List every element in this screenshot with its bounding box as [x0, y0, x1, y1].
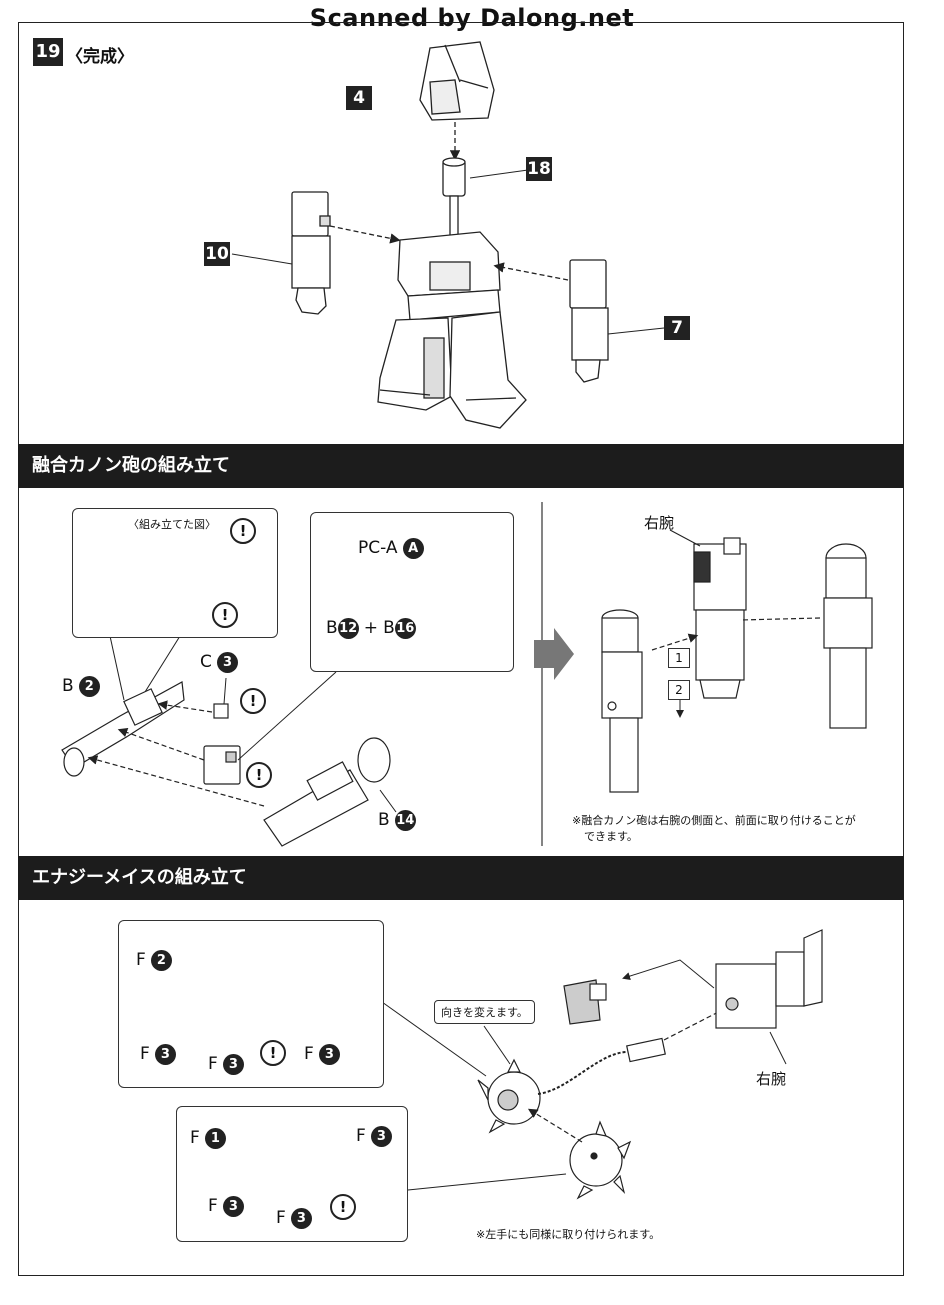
- f3-label: F 3: [208, 1054, 244, 1075]
- b2-circle: 2: [78, 676, 100, 697]
- assembled-view-label: 〈組み立てた図〉: [128, 518, 216, 531]
- pca-circle: A: [402, 538, 424, 559]
- f-prefix: F: [140, 1044, 150, 1064]
- f-prefix: F: [136, 950, 146, 970]
- f3-circle: 3: [370, 1126, 392, 1147]
- warning-icon: !: [330, 1194, 356, 1220]
- warning-icon: !: [230, 518, 256, 544]
- f3-label: F 3: [276, 1208, 312, 1229]
- right-arm-label: 右腕: [756, 1070, 787, 1088]
- plus-sign: +: [363, 618, 379, 638]
- f3-label: F 3: [356, 1126, 392, 1147]
- f1-label: F 1: [190, 1128, 226, 1149]
- poly-cap-panel: [310, 512, 514, 672]
- callout-part-18: 18: [526, 157, 552, 181]
- right-arm-label: 右腕: [644, 514, 675, 532]
- b14-circle: 14: [394, 810, 416, 831]
- f-prefix: F: [208, 1196, 218, 1216]
- f-prefix: F: [356, 1126, 366, 1146]
- warning-icon: !: [246, 762, 272, 788]
- f3-circle: 3: [318, 1044, 340, 1065]
- step-marker-2: 2: [668, 680, 690, 700]
- page-frame: [18, 22, 904, 1276]
- b14-prefix: B: [378, 810, 390, 830]
- warning-icon: !: [260, 1040, 286, 1066]
- b16-prefix: B: [383, 618, 395, 638]
- b14-label: B 14: [378, 810, 416, 831]
- f-prefix: F: [304, 1044, 314, 1064]
- f3-circle: 3: [222, 1054, 244, 1075]
- f-prefix: F: [190, 1128, 200, 1148]
- f-prefix: F: [208, 1054, 218, 1074]
- step-number: 19: [33, 38, 63, 66]
- c3-circle: 3: [216, 652, 238, 673]
- b16-circle: 16: [394, 618, 416, 639]
- change-direction-callout: 向きを変えます。: [434, 1000, 535, 1024]
- section-header-mace: エナジーメイスの組み立て: [18, 856, 904, 900]
- f3-label: F 3: [208, 1196, 244, 1217]
- f3-circle: 3: [290, 1208, 312, 1229]
- cannon-note-line2: できます。: [584, 830, 638, 843]
- b12-b16-label: B12 + B16: [326, 618, 416, 639]
- f3-label: F 3: [140, 1044, 176, 1065]
- f2-circle: 2: [150, 950, 172, 971]
- callout-part-10: 10: [204, 242, 230, 266]
- f2-label: F 2: [136, 950, 172, 971]
- b2-label: B 2: [62, 676, 100, 697]
- f-prefix: F: [276, 1208, 286, 1228]
- step-marker-1: 1: [668, 648, 690, 668]
- scan-credit: Scanned by Dalong.net: [309, 4, 635, 32]
- warning-icon: !: [212, 602, 238, 628]
- step-title: 〈完成〉: [66, 47, 134, 67]
- b2-prefix: B: [62, 676, 74, 696]
- pca-prefix: PC-A: [358, 538, 398, 558]
- mace-note: ※左手にも同様に取り付けられます。: [476, 1228, 661, 1241]
- section-header-cannon: 融合カノン砲の組み立て: [18, 444, 904, 488]
- b12-circle: 12: [337, 618, 359, 639]
- warning-icon: !: [240, 688, 266, 714]
- c3-label: C 3: [200, 652, 238, 673]
- f3-circle: 3: [222, 1196, 244, 1217]
- f3-circle: 3: [154, 1044, 176, 1065]
- b12-prefix: B: [326, 618, 338, 638]
- f3-label: F 3: [304, 1044, 340, 1065]
- cannon-note-line1: ※融合カノン砲は右腕の側面と、前面に取り付けることが: [572, 814, 856, 827]
- callout-part-7: 7: [664, 316, 690, 340]
- f1-circle: 1: [204, 1128, 226, 1149]
- pca-label: PC-A A: [358, 538, 424, 559]
- c3-prefix: C: [200, 652, 212, 672]
- callout-part-4: 4: [346, 86, 372, 110]
